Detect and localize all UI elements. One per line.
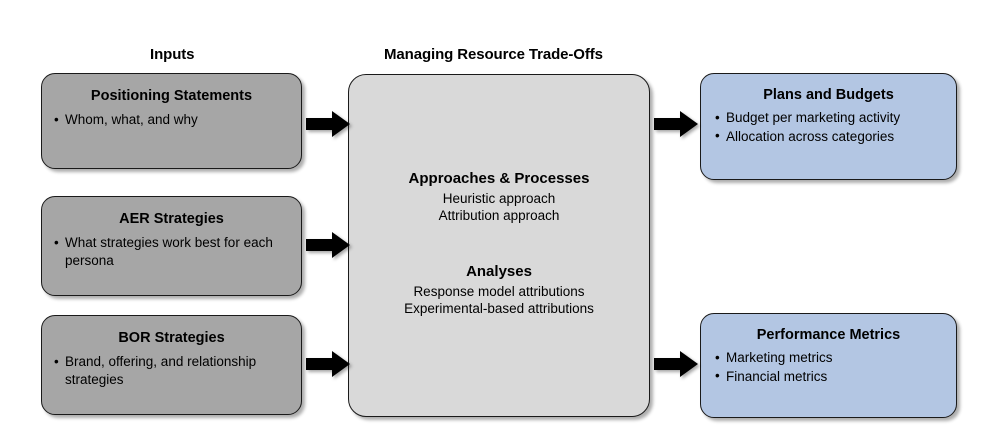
center-group-line: Response model attributions [413,283,585,299]
arrow-right-icon-center-to-performance-metrics [654,349,698,379]
input-box-positioning-statements[interactable]: Positioning Statements Whom, what, and w… [41,73,302,169]
center-group-line: Heuristic approach [442,190,556,206]
arrow-right-icon-center-to-plans-and-budgets [654,109,698,139]
input-box-title: AER Strategies [119,211,224,227]
center-column-heading: Managing Resource Trade-Offs [384,46,603,63]
list-item: Marketing metrics [715,349,946,367]
list-item: Whom, what, and why [54,111,291,129]
center-panel-managing-resource-trade-offs[interactable]: Approaches & Processes Heuristic approac… [348,74,650,417]
output-box-performance-metrics[interactable]: Performance Metrics Marketing metrics Fi… [700,313,957,418]
output-box-title: Performance Metrics [756,327,901,343]
output-box-bullets: Marketing metrics Financial metrics [715,349,946,385]
input-box-bor-strategies[interactable]: BOR Strategies Brand, offering, and rela… [41,315,302,415]
list-item: Budget per marketing activity [715,109,946,127]
center-group-approaches-and-processes: Approaches & Processes Heuristic approac… [349,170,649,225]
input-box-bullets: Whom, what, and why [54,111,291,129]
arrow-right-icon-inputs-to-center-1 [306,109,350,139]
center-group-title: Approaches & Processes [408,170,590,187]
input-box-bullets: What strategies work best for each perso… [54,234,291,269]
inputs-column-heading: Inputs [150,46,195,63]
center-group-analyses: Analyses Response model attributions Exp… [349,263,649,318]
list-item: Brand, offering, and relationship strate… [54,353,291,388]
input-box-title: Positioning Statements [90,88,253,104]
input-box-bullets: Brand, offering, and relationship strate… [54,353,291,388]
output-box-bullets: Budget per marketing activity Allocation… [715,109,946,145]
list-item: Allocation across categories [715,127,946,146]
output-box-plans-and-budgets[interactable]: Plans and Budgets Budget per marketing a… [700,73,957,180]
input-box-title: BOR Strategies [118,330,225,346]
center-group-line: Attribution approach [438,208,560,224]
list-item: What strategies work best for each perso… [54,234,291,269]
arrow-right-icon-inputs-to-center-2 [306,230,350,260]
center-group-title: Analyses [466,263,532,280]
input-box-aer-strategies[interactable]: AER Strategies What strategies work best… [41,196,302,296]
output-box-title: Plans and Budgets [763,87,894,103]
center-group-line: Experimental-based attributions [404,301,594,317]
arrow-right-icon-inputs-to-center-3 [306,349,350,379]
list-item: Financial metrics [715,367,946,386]
